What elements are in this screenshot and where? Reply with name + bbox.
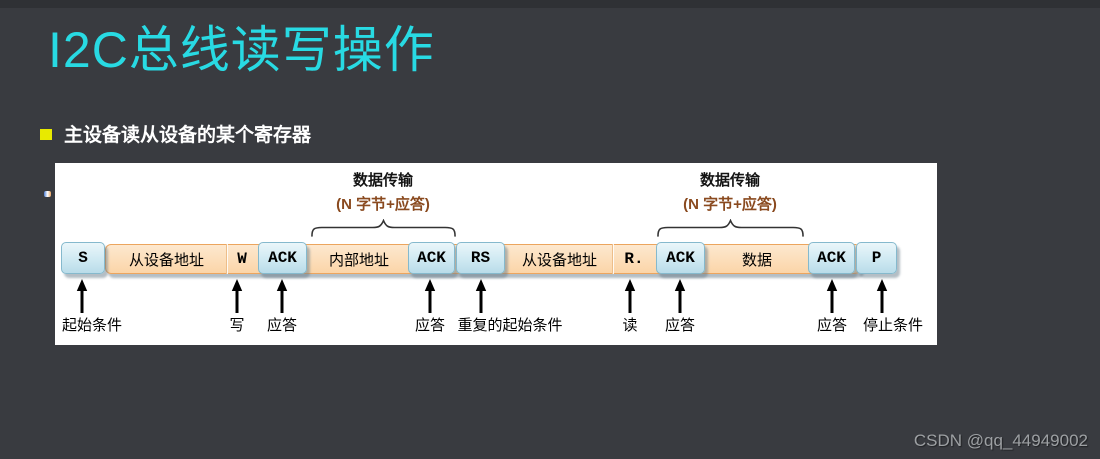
data-transfer-caption-1: 数据传输 (N 字节+应答) — [336, 169, 430, 217]
bus-cell-write-bit: W — [226, 244, 257, 274]
bus-box-ack-4: ACK — [808, 242, 855, 274]
label-ack-1: 应答 — [266, 317, 298, 334]
up-arrow-icon — [76, 279, 88, 313]
up-arrow-icon — [624, 279, 636, 313]
bus-cell-slave-address-1: 从设备地址 — [128, 251, 204, 269]
bullet-square-icon — [40, 129, 52, 140]
up-arrow-icon — [475, 279, 487, 313]
bus-cell-data: 数据 — [741, 251, 772, 269]
bullet-heading: 主设备读从设备的某个寄存器 — [64, 125, 312, 146]
bus-cell-read-bit: R. — [612, 244, 655, 274]
label-repeated-start: 重复的起始条件 — [457, 317, 563, 334]
caption-subtitle: (N 字节+应答) — [683, 196, 777, 213]
bus-cell-internal-address: 内部地址 — [328, 251, 389, 269]
bus-box-ack-3: ACK — [656, 242, 705, 274]
up-arrow-icon — [826, 279, 838, 313]
top-brace-icon — [657, 219, 804, 237]
watermark: CSDN @qq_44949002 — [913, 431, 1088, 450]
bus-box-restart: RS — [456, 242, 505, 274]
label-stop-condition: 停止条件 — [862, 317, 924, 334]
label-ack-3: 应答 — [664, 317, 696, 334]
label-ack-4: 应答 — [816, 317, 848, 334]
slide-top-band — [0, 0, 1100, 8]
label-read: 读 — [622, 317, 638, 334]
up-arrow-icon — [424, 279, 436, 313]
label-write: 写 — [229, 317, 245, 334]
caption-title: 数据传输 — [699, 172, 761, 189]
bus-cell-slave-address-2: 从设备地址 — [521, 251, 597, 269]
label-start-condition: 起始条件 — [61, 317, 123, 334]
page-title: I2C总线读写操作 — [48, 22, 435, 78]
bus-box-start: S — [61, 242, 105, 274]
up-arrow-icon — [876, 279, 888, 313]
data-transfer-caption-2: 数据传输 (N 字节+应答) — [683, 169, 777, 217]
up-arrow-icon — [276, 279, 288, 313]
bus-box-ack-1: ACK — [258, 242, 307, 274]
bus-box-stop: P — [856, 242, 897, 274]
i2c-diagram-panel: 数据传输 (N 字节+应答) 数据传输 (N 字节+应答) 从设备地址 W 内部… — [55, 163, 937, 345]
up-arrow-icon — [674, 279, 686, 313]
up-arrow-icon — [231, 279, 243, 313]
top-brace-icon — [311, 219, 456, 237]
label-ack-2: 应答 — [414, 317, 446, 334]
caption-title: 数据传输 — [352, 172, 414, 189]
bus-box-ack-2: ACK — [408, 242, 455, 274]
stray-dot — [44, 191, 51, 197]
caption-subtitle: (N 字节+应答) — [336, 196, 430, 213]
